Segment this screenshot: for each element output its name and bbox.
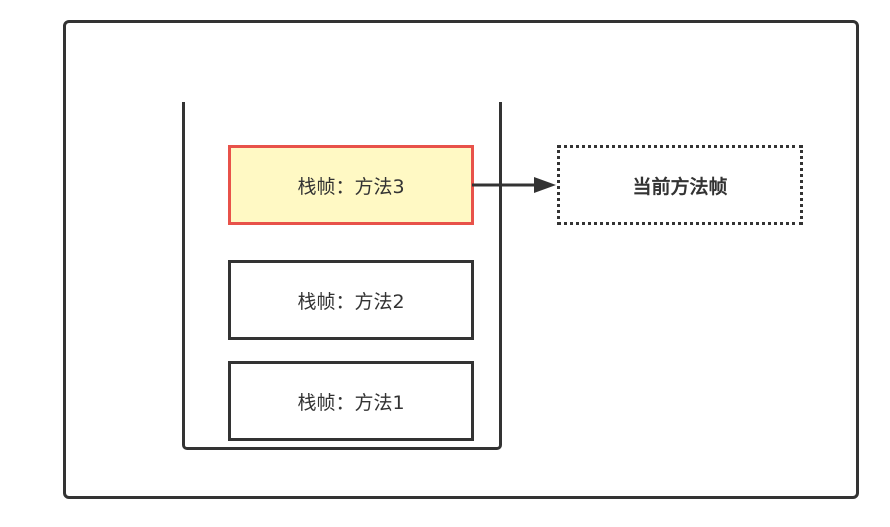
current-frame-label-box: 当前方法帧 — [557, 145, 803, 225]
stack-frame-method-3: 栈帧：方法3 — [228, 145, 474, 225]
stack-frame-method-2: 栈帧：方法2 — [228, 260, 474, 340]
stack-frame-method-1: 栈帧：方法1 — [228, 361, 474, 441]
arrow-head-icon — [534, 177, 556, 193]
stack-container — [182, 102, 502, 450]
